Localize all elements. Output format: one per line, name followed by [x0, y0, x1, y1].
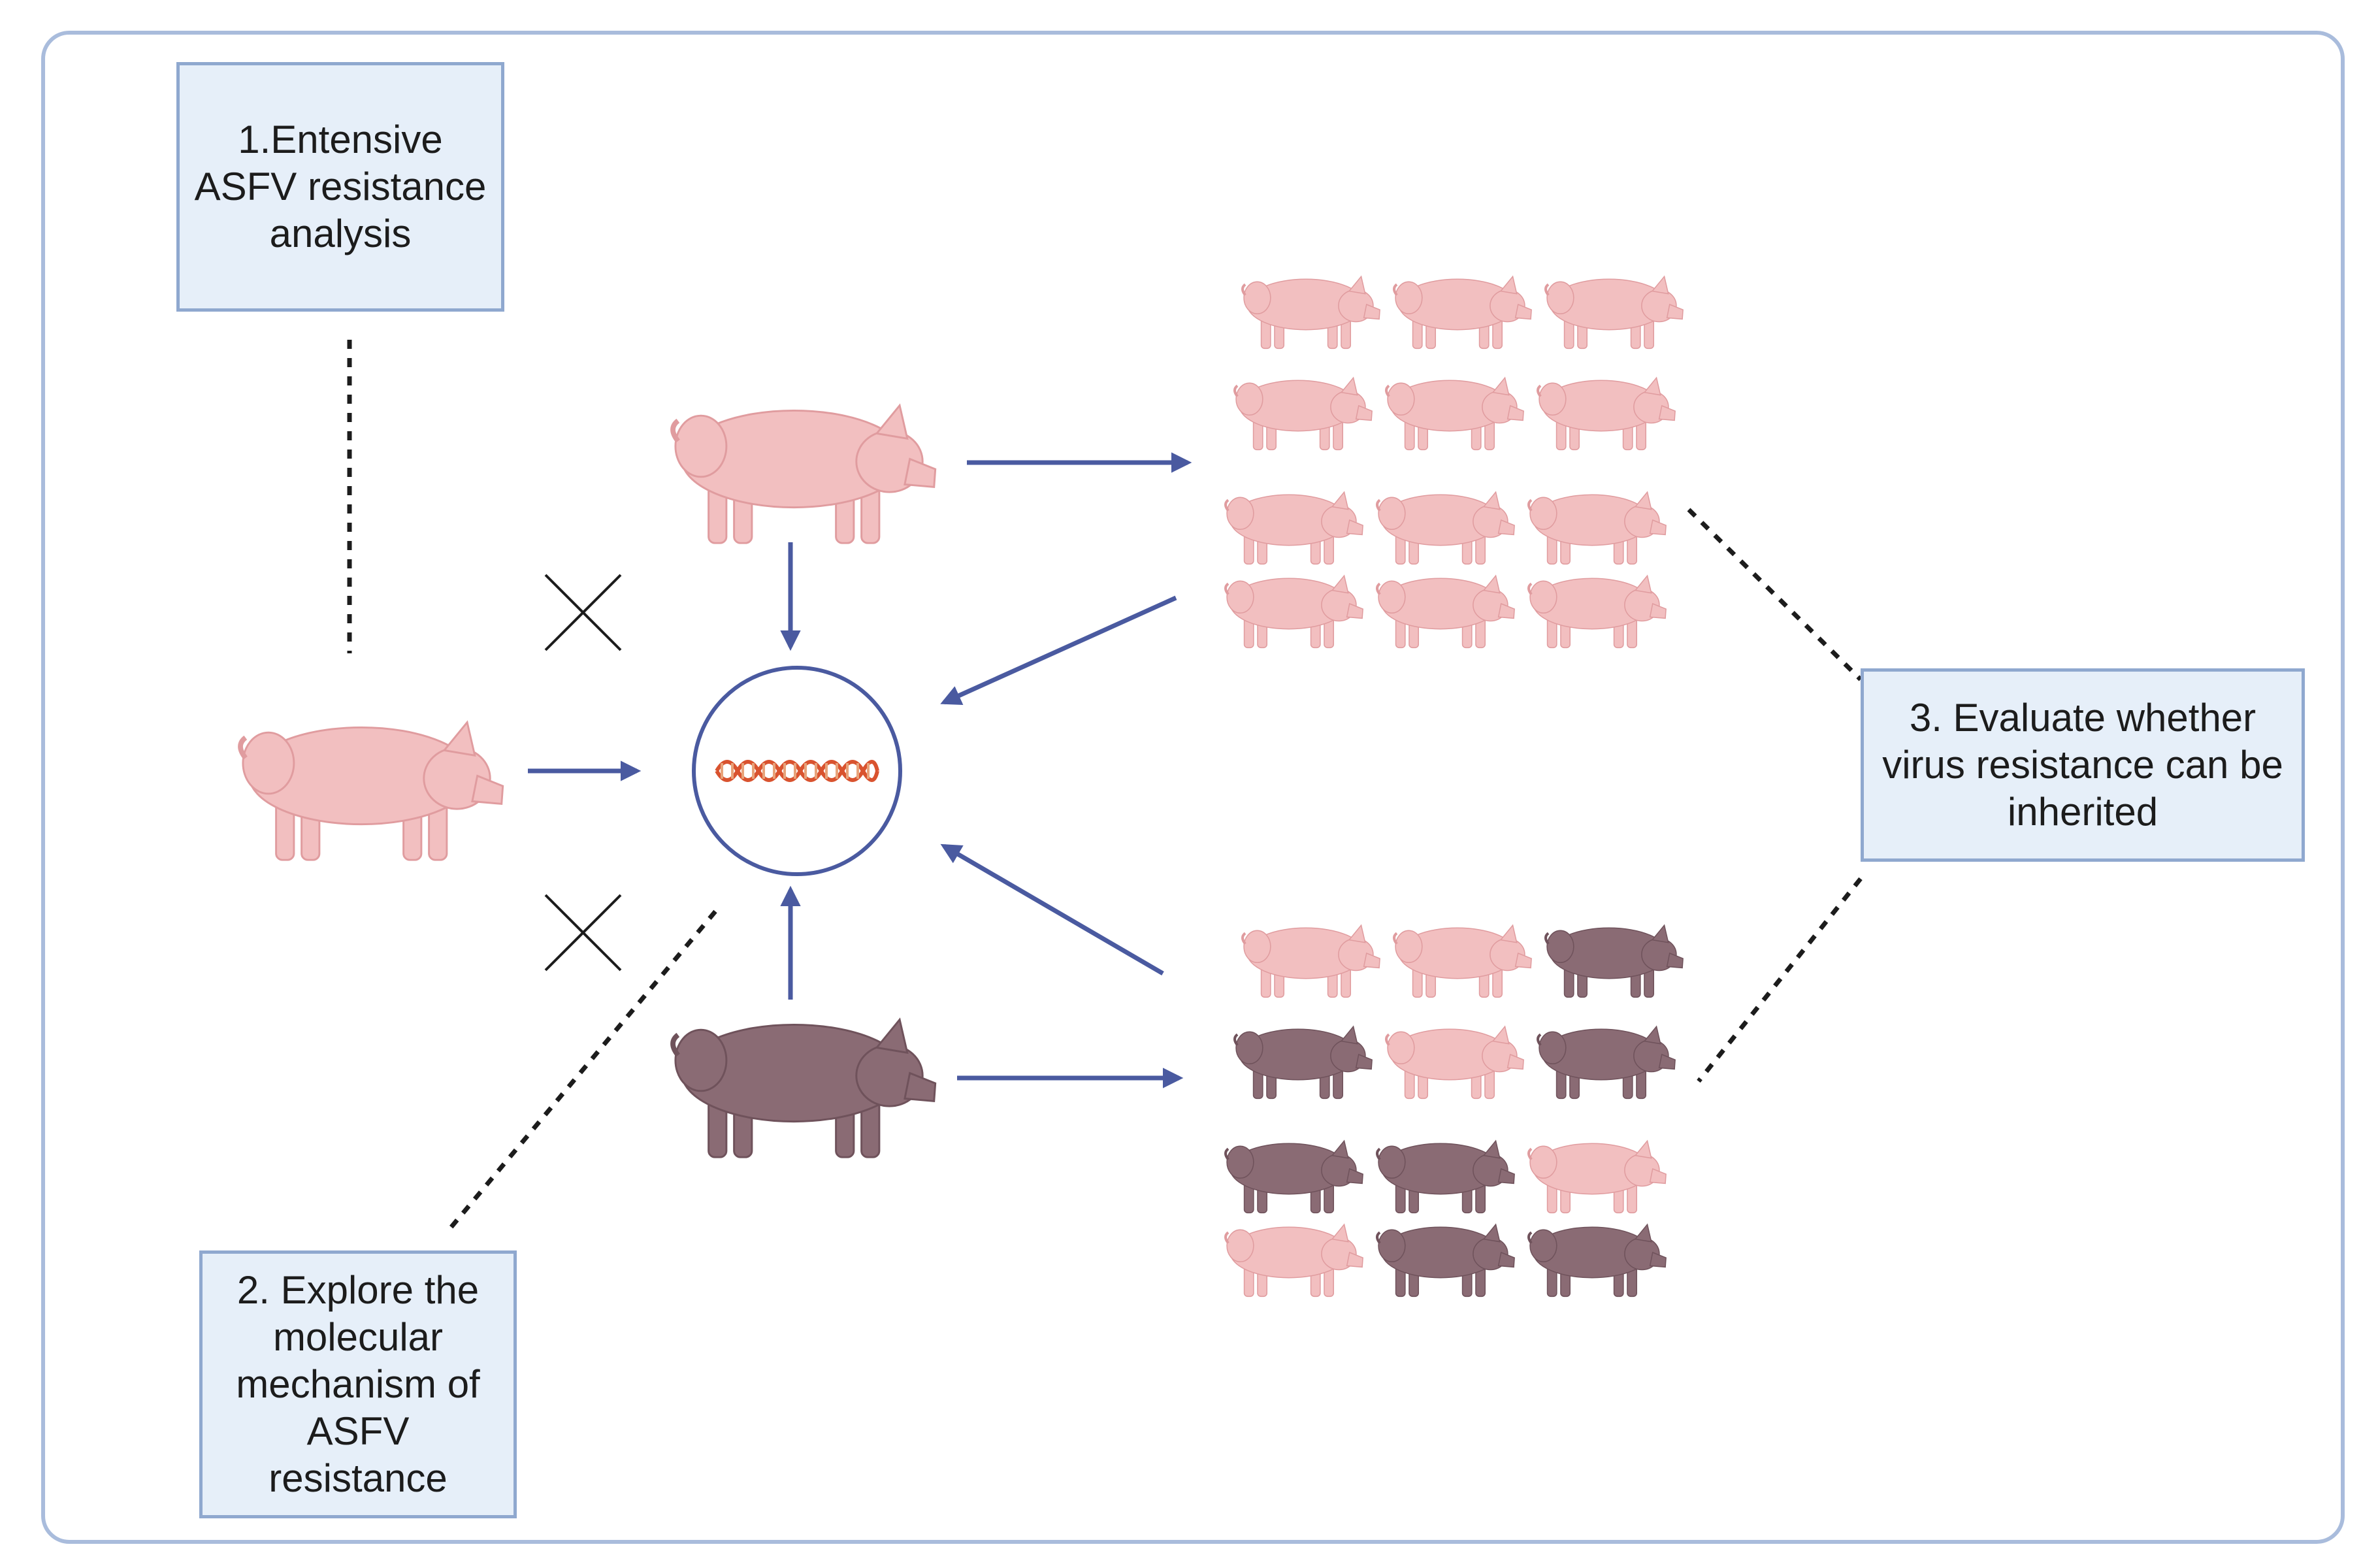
pig-icon [673, 406, 936, 544]
pig-icon [1226, 492, 1363, 564]
pig-icon [1529, 1141, 1666, 1213]
step-1-label: 1.Entensive ASFV resistance analysis [194, 118, 487, 255]
arrow-icon [940, 595, 1177, 706]
pig-icon [1538, 1026, 1675, 1098]
cross-mark-icon [544, 574, 622, 651]
pig-icon [1377, 1224, 1514, 1296]
offspring-top-group [1226, 276, 1683, 647]
step-2-box: 2. Explore the molecular mechanism of AS… [199, 1250, 517, 1518]
step-3-label: 3. Evaluate whether virus resistance can… [1882, 696, 2283, 834]
pig-icon [1226, 576, 1363, 647]
connector-box3-to-top-group [1687, 508, 1863, 681]
pig-icon [673, 1020, 936, 1158]
pig-icon [1546, 925, 1683, 997]
arrow-icon [940, 843, 1164, 976]
pig-icon [1377, 576, 1514, 647]
pig-icon [1546, 276, 1683, 348]
cross-mark-icon [544, 894, 622, 972]
pig-icon [1386, 378, 1523, 449]
pig-icon [1386, 1026, 1523, 1098]
pig-icon [1377, 492, 1514, 564]
dna-icon [715, 760, 879, 782]
step-3-box: 3. Evaluate whether virus resistance can… [1861, 668, 2305, 862]
pig-icon [1529, 492, 1666, 564]
connector-box2-to-center [446, 909, 717, 1233]
dna-circle [692, 666, 902, 876]
pig-icon [1394, 276, 1531, 348]
diagram-frame [41, 31, 2345, 1544]
offspring-bottom-group [1226, 925, 1683, 1296]
pig-icon [1243, 925, 1380, 997]
connector-box3-to-bottom-group [1697, 877, 1863, 1083]
pig-icon [1235, 378, 1372, 449]
pig-icon [1394, 925, 1531, 997]
pig-icon [1226, 1141, 1363, 1213]
step-1-box: 1.Entensive ASFV resistance analysis [176, 62, 504, 312]
pig-icon [240, 723, 503, 860]
pig-icon [1235, 1026, 1372, 1098]
pig-icon [1538, 378, 1675, 449]
pig-icon [1243, 276, 1380, 348]
step-2-label: 2. Explore the molecular mechanism of AS… [236, 1268, 480, 1500]
dotted-connectors [347, 340, 1863, 1233]
pig-icon [1377, 1141, 1514, 1213]
pig-icon [1529, 576, 1666, 647]
pig-icon [1226, 1224, 1363, 1296]
arrows [528, 452, 1192, 1088]
pig-icon [1529, 1224, 1666, 1296]
